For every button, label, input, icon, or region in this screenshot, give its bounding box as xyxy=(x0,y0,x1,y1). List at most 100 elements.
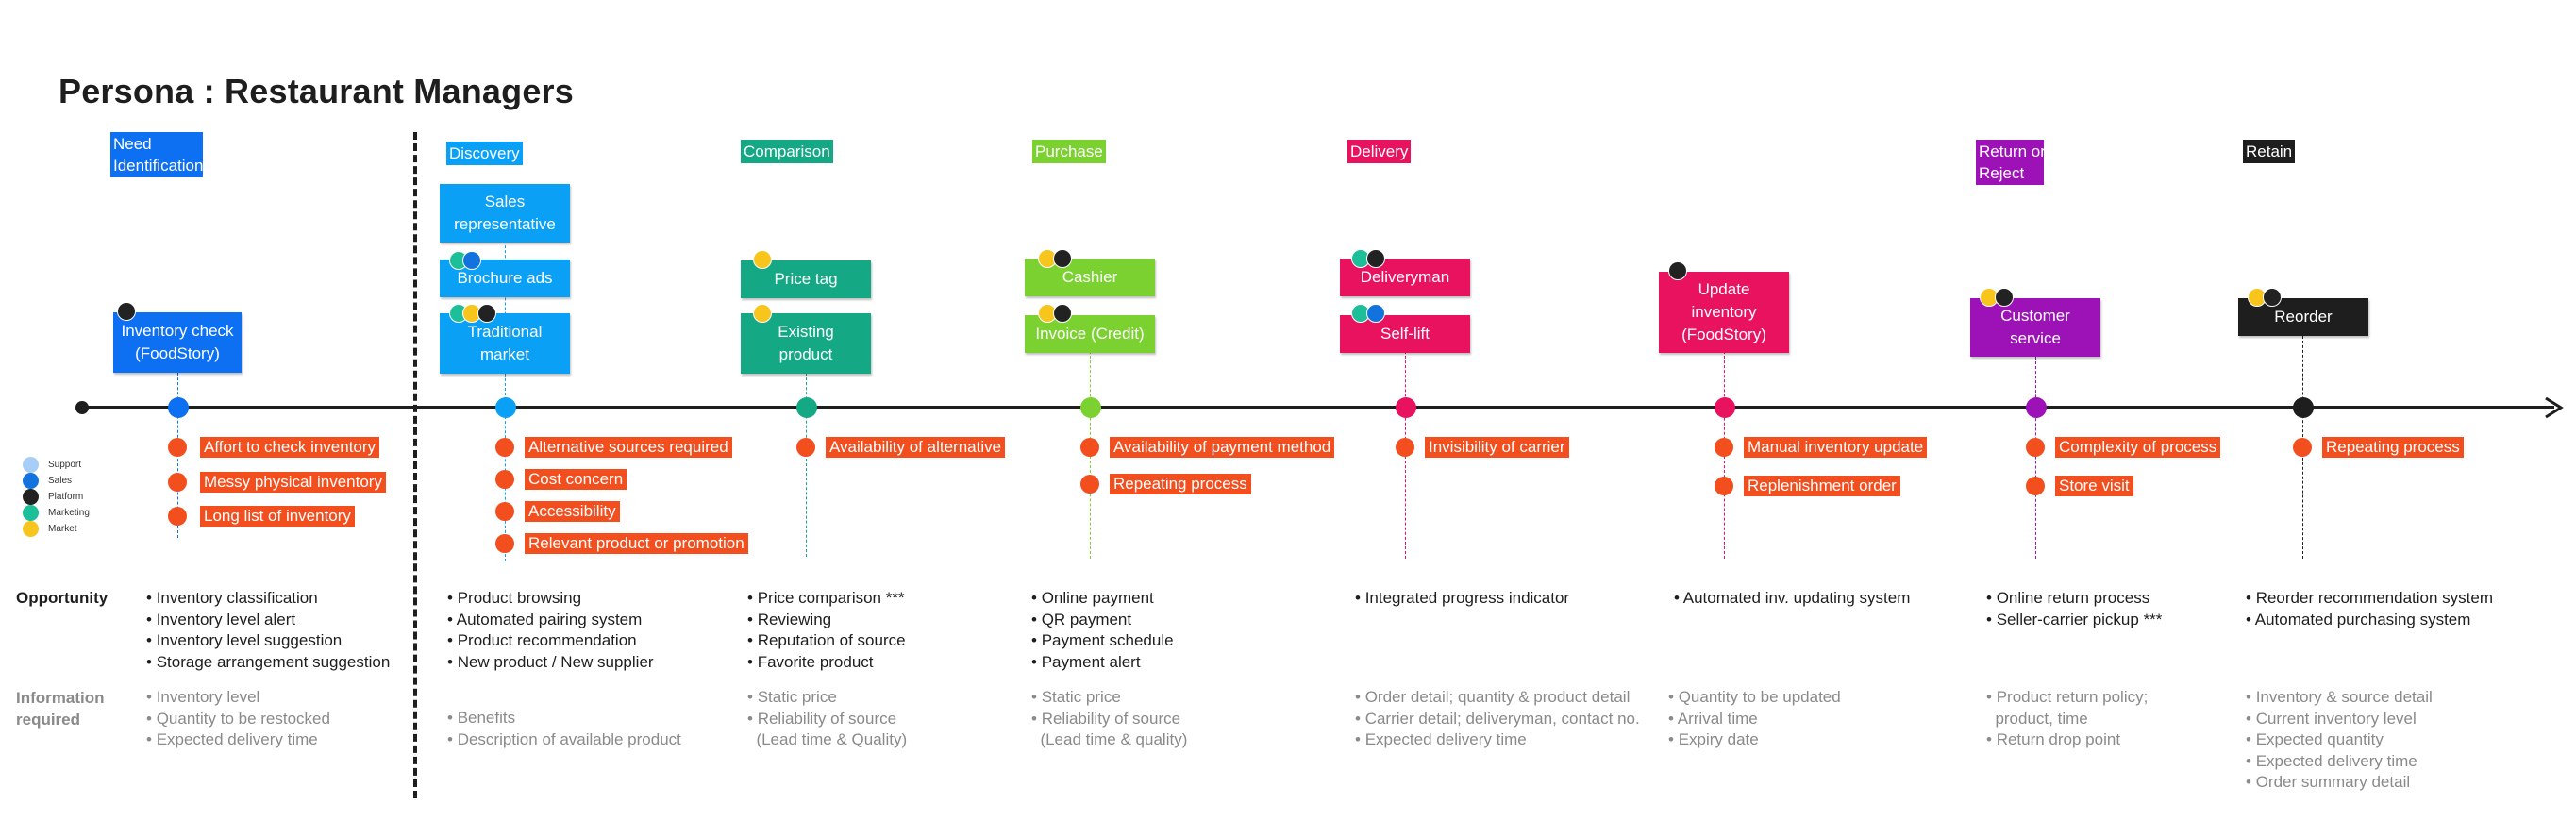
stage-comparison: Comparison xyxy=(741,140,833,163)
information-item: • Arrival time xyxy=(1668,709,1758,728)
information-item: • Description of available product xyxy=(447,729,681,748)
information-list-retain: • Inventory & source detail • Current in… xyxy=(2246,687,2433,794)
opportunity-item: • Automated inv. updating system xyxy=(1674,589,1911,607)
opportunity-item: • Online payment xyxy=(1031,589,1154,607)
touchpoint-traditional-market[interactable]: Traditional market xyxy=(440,313,570,374)
information-item: • Order detail; quantity & product detai… xyxy=(1355,688,1631,706)
touchpoint-label: Existing product xyxy=(778,323,834,363)
stage-retain: Retain xyxy=(2243,140,2296,163)
touchpoint-label: Update inventory (FoodStory) xyxy=(1681,280,1766,343)
opportunity-item: • Storage arrangement suggestion xyxy=(146,652,391,671)
legend-swatch-icon xyxy=(23,505,39,521)
pain-point: Invisibility of carrier xyxy=(1425,437,1569,458)
axis-dot-return xyxy=(2026,397,2047,418)
connector-discovery xyxy=(505,222,506,561)
stage-return-or-reject: Return or Reject xyxy=(1976,140,2046,185)
pain-point-icon xyxy=(495,438,514,457)
touchpoint-sales-representative[interactable]: Sales representative xyxy=(440,184,570,243)
legend-label: Platform xyxy=(48,492,84,502)
touchpoint-label: Inventory check (FoodStory) xyxy=(121,322,234,362)
channel-platform-icon xyxy=(1053,304,1072,323)
stage-label: Return or Reject xyxy=(1979,142,2046,182)
legend-swatch-icon xyxy=(23,489,39,505)
connector-comparison xyxy=(806,368,807,557)
opportunity-item: • Integrated progress indicator xyxy=(1355,589,1570,607)
stage-label: Delivery xyxy=(1350,142,1409,160)
opportunity-item: • Payment alert xyxy=(1031,652,1141,671)
stage-discovery: Discovery xyxy=(446,142,523,165)
pain-point: Repeating process xyxy=(1110,474,1251,494)
pain-point: Affort to check inventory xyxy=(200,437,380,458)
pain-point: Messy physical inventory xyxy=(200,472,386,493)
pain-point-icon xyxy=(495,534,514,553)
pain-point-icon xyxy=(1715,477,1733,495)
opportunity-item: • Reviewing xyxy=(747,610,832,628)
pain-point-icon xyxy=(2026,477,2045,495)
touchpoint-update-inventory[interactable]: Update inventory (FoodStory) xyxy=(1659,272,1789,353)
information-list-discovery: • Benefits • Description of available pr… xyxy=(447,708,681,750)
channel-platform-icon xyxy=(1366,249,1385,268)
touchpoint-customer-service[interactable]: Customer service xyxy=(1970,298,2100,357)
information-list-purchase: • Static price • Reliability of source (… xyxy=(1031,687,1187,751)
pain-point-icon xyxy=(495,502,514,521)
information-item: • Static price xyxy=(747,688,837,706)
information-list-delivery: • Order detail; quantity & product detai… xyxy=(1355,687,1640,751)
axis-dot-discovery xyxy=(495,397,516,418)
legend-label: Market xyxy=(48,524,77,534)
information-item: • Static price xyxy=(1031,688,1121,706)
opportunity-item: • Inventory classification xyxy=(146,589,318,607)
legend-item-support: Support xyxy=(23,457,90,473)
touchpoint-label: Traditional market xyxy=(467,323,543,363)
channel-platform-icon xyxy=(1668,261,1687,280)
opportunity-item: • Product recommendation xyxy=(447,631,637,649)
touchpoint-existing-product[interactable]: Existing product xyxy=(741,313,871,374)
stage-need-identification: Need Identification xyxy=(110,132,203,177)
opportunity-list-comparison: • Price comparison *** • Reviewing • Rep… xyxy=(747,588,906,673)
stage-label: Retain xyxy=(2246,142,2293,160)
channel-platform-icon xyxy=(477,304,496,323)
information-item: • Order summary detail xyxy=(2246,773,2411,791)
phase-divider xyxy=(413,132,417,798)
stage-label: Purchase xyxy=(1035,142,1103,160)
legend-swatch-icon xyxy=(23,521,39,537)
pain-point-icon xyxy=(1080,475,1099,494)
information-heading: Information required xyxy=(16,689,105,729)
pain-point-icon xyxy=(796,438,815,457)
information-item: • Product return policy; product, time xyxy=(1986,688,2149,728)
information-list-update-inventory: • Quantity to be updated • Arrival time … xyxy=(1668,687,1841,751)
legend-swatch-icon xyxy=(23,457,39,473)
legend-item-platform: Platform xyxy=(23,489,90,505)
touchpoint-label: Sales representative xyxy=(454,193,556,233)
opportunity-item: • Payment schedule xyxy=(1031,631,1174,649)
opportunity-list-return: • Online return process • Seller-carrier… xyxy=(1986,588,2162,630)
information-item: • Expected delivery time xyxy=(2246,751,2417,770)
pain-point-icon xyxy=(1396,438,1414,457)
pain-point: Accessibility xyxy=(525,501,620,522)
touchpoint-deliveryman[interactable]: Deliveryman xyxy=(1340,259,1470,296)
opportunity-list-delivery: • Integrated progress indicator xyxy=(1355,588,1569,610)
information-list-need: • Inventory level • Quantity to be resto… xyxy=(146,687,330,751)
axis-dot-update-inventory xyxy=(1715,397,1735,418)
opportunity-item: • Inventory level alert xyxy=(146,610,296,628)
opportunity-list-update-inventory: • Automated inv. updating system xyxy=(1674,588,1910,610)
touchpoint-label: Cashier xyxy=(1062,268,1118,286)
information-item: • Inventory level xyxy=(146,688,260,706)
channel-platform-icon xyxy=(117,302,136,321)
pain-point: Relevant product or promotion xyxy=(525,533,748,554)
axis-dot-comparison xyxy=(796,397,817,418)
pain-point: Repeating process xyxy=(2322,437,2464,458)
information-item: • Current inventory level xyxy=(2246,709,2417,728)
pain-point-icon xyxy=(1080,438,1099,457)
pain-point: Availability of alternative xyxy=(826,437,1006,458)
stage-label: Discovery xyxy=(449,144,520,162)
opportunity-list-purchase: • Online payment • QR payment • Payment … xyxy=(1031,588,1174,673)
touchpoint-label: Customer service xyxy=(2000,307,2070,347)
axis-dot-retain xyxy=(2293,397,2314,418)
pain-point-icon xyxy=(495,470,514,489)
touchpoint-inventory-check[interactable]: Inventory check (FoodStory) xyxy=(113,312,242,373)
legend-swatch-icon xyxy=(23,473,39,489)
opportunity-item: • QR payment xyxy=(1031,610,1132,628)
channel-platform-icon xyxy=(1995,288,2014,307)
pain-point-icon xyxy=(168,473,187,492)
pain-point: Availability of payment method xyxy=(1110,437,1335,458)
